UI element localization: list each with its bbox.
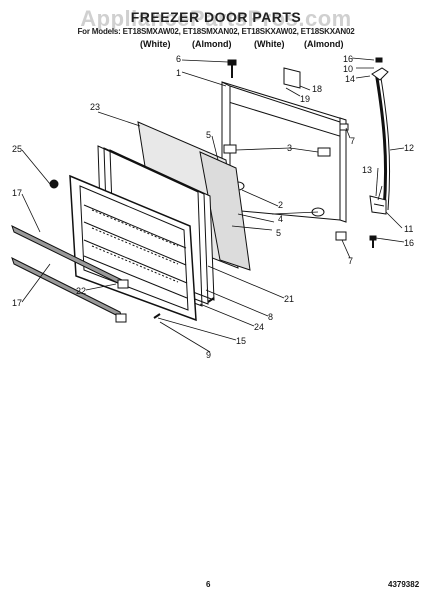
callout-1: 1 [176, 68, 181, 78]
callout-13: 13 [362, 165, 372, 175]
callout-4: 4 [278, 214, 283, 224]
callout-3: 3 [287, 143, 292, 153]
leader-lines [21, 57, 405, 353]
callout-15: 15 [236, 336, 246, 346]
color-label: (White) [254, 39, 285, 49]
screw-icon [369, 57, 383, 248]
callout-12: 12 [404, 143, 414, 153]
callout-17: 17 [12, 188, 22, 198]
callout-9: 9 [206, 350, 211, 360]
callout-14: 14 [345, 74, 355, 84]
callout-24: 24 [254, 322, 264, 332]
document-number: 4379382 [388, 580, 420, 589]
screw-icon [227, 59, 237, 78]
watermark: AppliancePartsPros.com [80, 6, 352, 31]
screw-icon [49, 179, 59, 189]
end-cap-icon [115, 279, 129, 323]
mounting-plate [283, 67, 301, 89]
color-labels: (White) (Almond) (White) (Almond) [0, 39, 432, 51]
callout-10: 10 [343, 64, 353, 74]
callout-5: 5 [206, 130, 211, 140]
callout-18: 18 [312, 84, 322, 94]
page-number: 6 [206, 580, 211, 589]
callout-19: 19 [300, 94, 310, 104]
callout-8: 8 [268, 312, 273, 322]
callout-6: 6 [176, 54, 181, 64]
callout-16b: 16 [404, 238, 414, 248]
callout-11: 11 [404, 224, 413, 234]
clip-icon [223, 144, 331, 157]
hinge-bracket [369, 195, 387, 215]
handle-strip [371, 67, 391, 211]
cap-icon [335, 123, 349, 241]
model-list: For Models: ET18SMXAW02, ET18SMXAN02, ET… [77, 27, 355, 36]
callout-21: 21 [284, 294, 294, 304]
color-label: (Almond) [192, 39, 232, 49]
door-panel [69, 174, 197, 322]
screw-icon [153, 297, 215, 319]
callout-23: 23 [90, 102, 100, 112]
page-title: FREEZER DOOR PARTS [130, 9, 302, 25]
callout-25: 25 [12, 144, 22, 154]
color-label: (Almond) [304, 39, 344, 49]
callout-17b: 17 [12, 298, 22, 308]
callout-7b: 7 [348, 256, 353, 266]
callout-5b: 5 [276, 228, 281, 238]
callout-7: 7 [350, 136, 355, 146]
callout-2: 2 [278, 200, 283, 210]
callout-22: 22 [76, 286, 86, 296]
color-label: (White) [140, 39, 171, 49]
callout-16: 16 [343, 54, 353, 64]
